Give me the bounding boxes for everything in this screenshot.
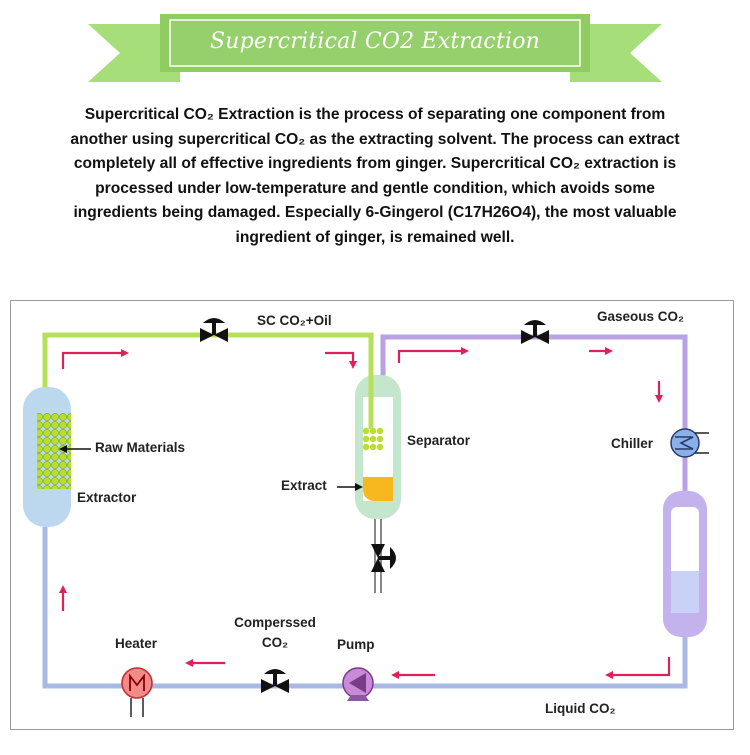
- title-banner: Supercritical CO2 Extraction: [0, 0, 750, 92]
- flow-arrows: [59, 347, 671, 679]
- intro-line: processed under low-temperature and gent…: [95, 179, 655, 197]
- diagram-graphics: [23, 318, 709, 717]
- co2-tank: [663, 491, 707, 637]
- label-raw-materials: Raw Materials: [95, 440, 186, 455]
- process-diagram: SC CO₂+Oil Gaseous CO₂ Raw Materials Ext…: [10, 300, 734, 730]
- valve-top-left: [200, 318, 228, 342]
- extractor-vessel: [23, 387, 71, 527]
- label-liquid-co2: Liquid CO₂: [545, 701, 616, 716]
- label-gaseous-co2: Gaseous CO₂: [597, 309, 685, 324]
- pointer-extract: [337, 483, 363, 491]
- separator-vessel: [355, 335, 401, 519]
- valve-drain: [371, 544, 396, 572]
- intro-line: completely all of effective ingredients …: [73, 155, 677, 173]
- pump: [342, 667, 374, 701]
- pipe-sc-co2-oil: [42, 332, 374, 427]
- intro-line: ingredient of ginger, is remained well.: [235, 228, 515, 246]
- label-pump: Pump: [337, 637, 375, 652]
- banner-title: Supercritical CO2 Extraction: [209, 28, 541, 54]
- label-heater: Heater: [115, 636, 158, 651]
- label-chiller: Chiller: [611, 436, 654, 451]
- label-sc-co2-oil: SC CO₂+Oil: [257, 313, 332, 328]
- intro-line: ingredients being damaged. Especially 6-…: [73, 204, 677, 222]
- intro-paragraph: Supercritical CO₂ Extraction is the proc…: [2, 103, 748, 251]
- label-separator: Separator: [407, 433, 471, 448]
- label-extract: Extract: [281, 478, 327, 493]
- valve-compressed: [261, 669, 289, 693]
- label-extractor: Extractor: [77, 490, 137, 505]
- pipe-liquid-co2: [42, 527, 688, 689]
- chiller: [670, 428, 709, 458]
- intro-line: another using supercritical CO₂ as the e…: [70, 130, 680, 148]
- label-compressed-co2: CO₂: [261, 635, 289, 650]
- pointer-raw-materials: [59, 445, 91, 453]
- heater: [121, 667, 153, 717]
- pipe-gaseous-co2: [380, 334, 688, 491]
- label-compressed: Comperssed: [234, 615, 316, 630]
- ribbon-graphic: [88, 14, 662, 82]
- valve-top-right: [521, 320, 549, 344]
- intro-line: Supercritical CO₂ Extraction is the proc…: [84, 106, 666, 123]
